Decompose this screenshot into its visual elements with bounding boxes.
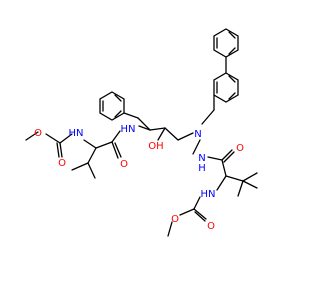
backbone-ch2-n — [177, 132, 194, 141]
carbamate1-c-o — [45, 133, 61, 144]
atom-label: O — [207, 221, 215, 232]
valine-cg1 — [71, 162, 89, 171]
atom-label: O — [58, 158, 66, 169]
atom-label: O — [120, 159, 128, 170]
phe-link-2 — [137, 117, 151, 131]
biphenyl-bottom-ring — [213, 72, 239, 103]
carbamate1-n-c — [59, 133, 73, 144]
phenylalanine-ring — [99, 91, 125, 121]
carbamate2-ome — [167, 221, 173, 237]
carbamate2-n-c — [193, 196, 201, 210]
valine-carbonyl-double — [114, 142, 122, 158]
tert-butyl-me2 — [242, 180, 258, 189]
atom-labels: O O HN O HN OH N N H O HN O O — [34, 124, 244, 232]
biphenyl-top-ring — [213, 28, 239, 58]
atom-label: H — [198, 163, 206, 174]
backbone-ca-cb — [149, 127, 166, 131]
tert-butyl-me1 — [242, 172, 258, 182]
hydrazide-n-c — [207, 156, 223, 161]
valine-cb — [87, 147, 97, 164]
atom-label: OH — [148, 141, 163, 152]
phe-link-1 — [123, 112, 139, 119]
molecule-canvas: O O HN O HN OH N N H O HN O O — [25, 28, 258, 237]
atom-label: HN — [121, 124, 136, 135]
tleucine-ca — [221, 159, 227, 177]
atom-label: O — [236, 143, 244, 154]
tleucine-carbonyl — [221, 149, 233, 161]
atom-label: HN — [201, 189, 216, 200]
carbamate2-co-double — [194, 211, 206, 222]
benzyl-link-2 — [201, 109, 215, 125]
valine-carbonyl — [111, 141, 119, 159]
amide-nh-c — [111, 130, 121, 143]
tert-butyl-me3 — [237, 180, 244, 197]
carbamate1-co-double — [56, 142, 60, 158]
atom-label: O — [34, 128, 42, 139]
structure-diagram: O O HN O HN OH N N H O HN O O — [25, 28, 258, 237]
carbamate2-c-o — [179, 208, 195, 216]
valine-n-bond — [83, 139, 97, 149]
carbamate1-ome — [25, 131, 39, 141]
carbamate2-co — [193, 208, 207, 220]
atom-label: HN — [69, 128, 84, 139]
atom-label: N — [198, 153, 205, 164]
tleucine-cb — [225, 175, 244, 182]
backbone-ca-nh — [138, 125, 151, 131]
valine-cg2 — [87, 162, 96, 179]
carbamate1-co — [59, 142, 63, 158]
atom-label: O — [171, 214, 179, 225]
tleucine-carbonyl-double — [223, 151, 235, 163]
hydroxyl-bond — [157, 127, 166, 141]
backbone-cb-ch2 — [164, 127, 179, 141]
valine-ca-bond — [95, 141, 113, 149]
hydrazine-n-n — [192, 139, 201, 155]
bond-lines — [25, 28, 258, 237]
atom-label: N — [194, 129, 201, 140]
tleucine-n-bond — [216, 175, 227, 191]
